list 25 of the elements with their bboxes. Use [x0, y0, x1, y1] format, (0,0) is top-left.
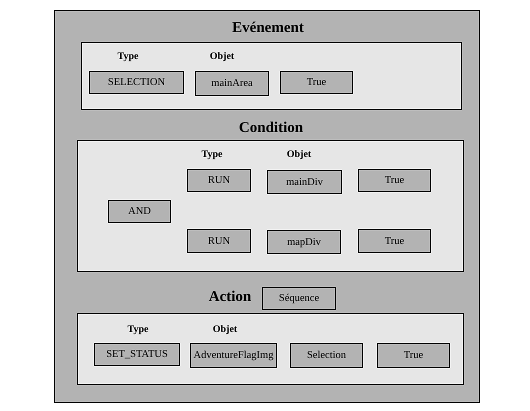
value-box: Selection	[290, 343, 363, 368]
section-heading: Action	[208, 289, 252, 306]
section-heading: Evénement	[232, 20, 304, 37]
value-box: Séquence	[262, 287, 336, 310]
value-box: mainDiv	[267, 170, 342, 194]
value-box: SELECTION	[89, 71, 184, 94]
value-box: AdventureFlagImg	[190, 343, 277, 368]
value-box: True	[280, 71, 353, 94]
section-heading: Condition	[238, 120, 304, 137]
value-box: RUN	[187, 169, 251, 192]
column-header: Objet	[210, 51, 234, 62]
value-box: AND	[108, 200, 171, 223]
column-header: Type	[128, 324, 148, 335]
column-header: Type	[118, 51, 138, 62]
value-box: mainArea	[195, 71, 269, 96]
value-box: SET_STATUS	[94, 343, 180, 366]
column-header: Type	[202, 149, 222, 160]
value-box: True	[377, 343, 450, 368]
value-box: mapDiv	[267, 230, 341, 254]
value-box: RUN	[187, 229, 251, 253]
value-box: True	[358, 169, 431, 192]
column-header: Objet	[286, 149, 312, 160]
column-header: Objet	[212, 324, 238, 335]
outer-panel	[54, 10, 480, 403]
value-box: True	[358, 229, 431, 253]
